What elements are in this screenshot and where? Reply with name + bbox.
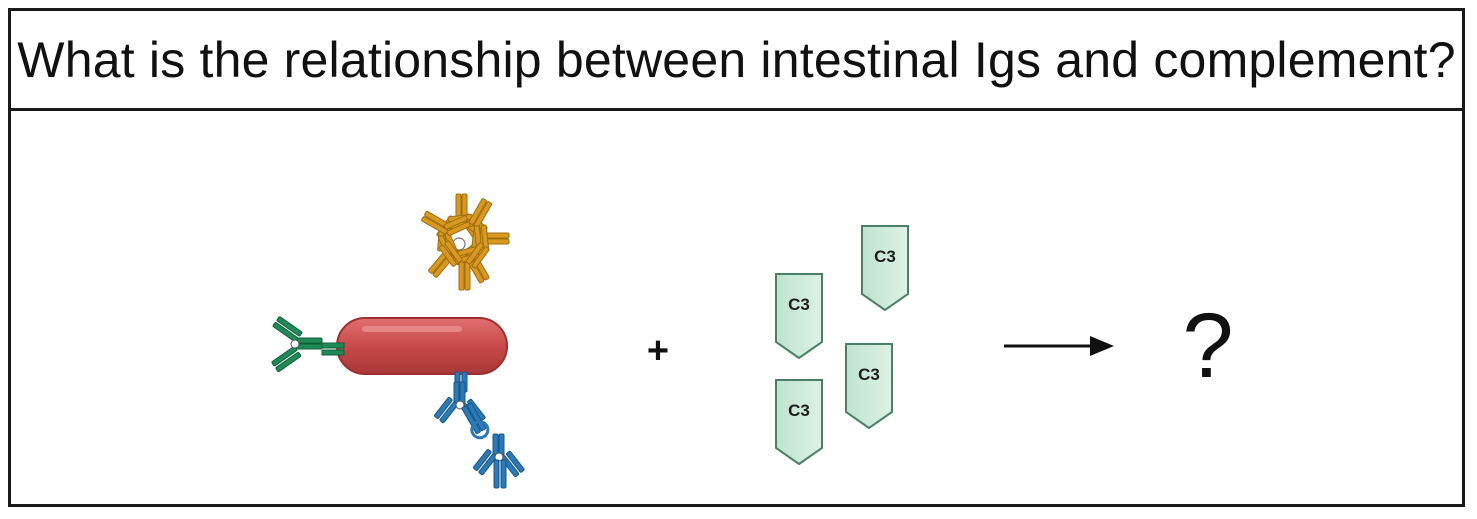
c3-label: C3 (788, 295, 810, 314)
result-question-mark: ? (1182, 295, 1233, 397)
igm-pentamer-icon (410, 187, 510, 294)
igg-linker (321, 342, 345, 356)
c3-protein-icon: C3 (861, 225, 909, 312)
c3-protein-icon: C3 (845, 343, 893, 430)
c3-protein-icon: C3 (775, 379, 823, 466)
c3-label: C3 (874, 247, 896, 266)
bacterium-icon (336, 317, 508, 375)
iga-dimer-icon (433, 371, 526, 489)
figure-frame: What is the relationship between intesti… (8, 8, 1465, 507)
igg-antibody-icon (270, 315, 323, 373)
c3-label: C3 (788, 401, 810, 420)
c3-label: C3 (858, 365, 880, 384)
figure-title: What is the relationship between intesti… (17, 31, 1456, 88)
c3-protein-icon: C3 (775, 273, 823, 360)
title-bar: What is the relationship between intesti… (11, 11, 1462, 111)
arrow-icon (1004, 336, 1114, 356)
plus-operator: + (647, 330, 669, 372)
